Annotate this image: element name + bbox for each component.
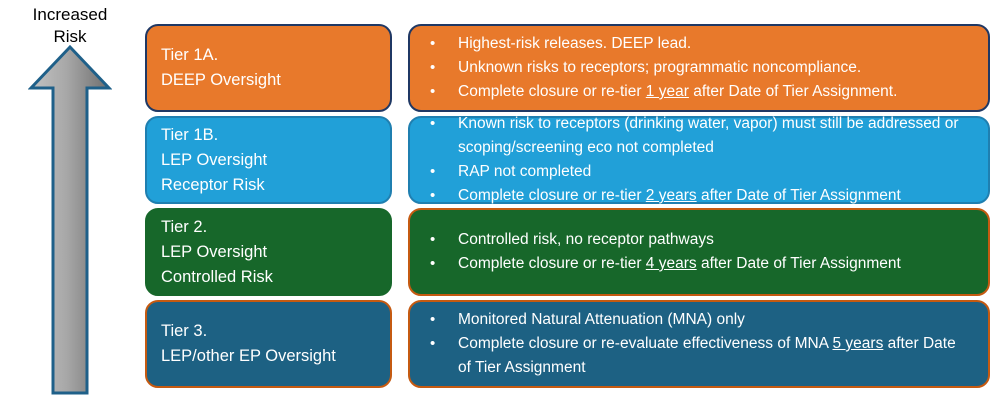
bullet-text: Controlled risk, no receptor pathways: [458, 231, 714, 248]
bullet-dot-icon: •: [430, 115, 436, 132]
bullet-item: • RAP not completed: [430, 160, 970, 184]
tier-label-line: LEP Oversight: [161, 242, 268, 261]
bullet-dot-icon: •: [430, 335, 436, 352]
bullet-item: • Complete closure or re-tier 4 years aft…: [430, 252, 970, 276]
bullet-dot-icon: •: [430, 163, 436, 180]
up-arrow-icon: [28, 44, 112, 395]
bullet-text: Unknown risks to receptors; programmatic…: [458, 59, 862, 76]
tier-detail-box-tier-3[interactable]: • Monitored Natural Attenuation (MNA) onl…: [408, 300, 990, 388]
bullet-item: • Controlled risk, no receptor pathways: [430, 228, 970, 252]
bullet-dot-icon: •: [430, 255, 436, 272]
bullet-dot-icon: •: [430, 83, 436, 100]
tier-label-line: LEP/other EP Oversight: [161, 347, 336, 365]
bullet-text: Monitored Natural Attenuation (MNA) only: [458, 311, 745, 328]
tier-label-line: Controlled Risk: [161, 267, 273, 286]
increased-risk-axis: Increased Risk: [0, 0, 140, 404]
tier-detail-box-tier-2[interactable]: • Controlled risk, no receptor pathways • C…: [408, 208, 990, 296]
bullet-text: Complete closure or re-tier 2 years afte…: [458, 187, 901, 204]
bullet-dot-icon: •: [430, 231, 436, 248]
tier-label-box-tier-1a[interactable]: Tier 1A. DEEP Oversight: [145, 24, 392, 112]
bullet-item: • Monitored Natural Attenuation (MNA) onl…: [430, 308, 970, 332]
tier-label-line: LEP Oversight: [161, 150, 268, 169]
bullet-dot-icon: •: [430, 35, 436, 52]
bullet-item: • Complete closure or re-tier 1 year afte…: [430, 80, 970, 104]
tier-label-box-tier-3[interactable]: Tier 3. LEP/other EP Oversight: [145, 300, 392, 388]
row-spacer: [392, 208, 408, 296]
tier-label-line: Tier 2.: [161, 217, 208, 236]
bullet-dot-icon: •: [430, 187, 436, 204]
bullet-text: Highest-risk releases. DEEP lead.: [458, 35, 692, 52]
tier-label-line: Receptor Risk: [161, 175, 265, 194]
bullet-item: • Complete closure or re-evaluate effecti…: [430, 332, 970, 380]
bullet-dot-icon: •: [430, 311, 436, 328]
bullet-item: • Complete closure or re-tier 2 years aft…: [430, 184, 970, 208]
bullet-text: Known risk to receptors (drinking water,…: [458, 115, 959, 156]
bullet-text: RAP not completed: [458, 163, 592, 180]
tier-label-line: DEEP Oversight: [161, 71, 281, 89]
bullet-text: Complete closure or re-evaluate effectiv…: [458, 335, 956, 376]
tier-row: Tier 1A. DEEP Oversight • Highest-risk rel…: [145, 24, 990, 112]
bullet-text: Complete closure or re-tier 4 years afte…: [458, 255, 901, 272]
bullet-dot-icon: •: [430, 59, 436, 76]
tier-detail-box-tier-1b[interactable]: • Known risk to receptors (drinking water…: [408, 115, 990, 204]
tier-detail-box-tier-1a[interactable]: • Highest-risk releases. DEEP lead. • Unkno…: [408, 24, 990, 112]
row-spacer: [392, 24, 408, 112]
bullet-item: • Known risk to receptors (drinking water…: [430, 112, 970, 160]
row-spacer: [392, 116, 408, 204]
row-spacer: [392, 300, 408, 388]
tier-row: Tier 3. LEP/other EP Oversight • Monitored…: [145, 300, 990, 388]
bullet-item: • Unknown risks to receptors; programmati…: [430, 56, 970, 80]
increased-risk-label: Increased Risk: [32, 5, 108, 46]
bullet-item: • Highest-risk releases. DEEP lead.: [430, 32, 970, 56]
tier-label-line: Tier 1A.: [161, 46, 219, 64]
bullet-text: Complete closure or re-tier 1 year after…: [458, 83, 898, 100]
tier-label-line: Tier 1B.: [161, 125, 219, 144]
tier-label-line: Tier 3.: [161, 322, 208, 340]
